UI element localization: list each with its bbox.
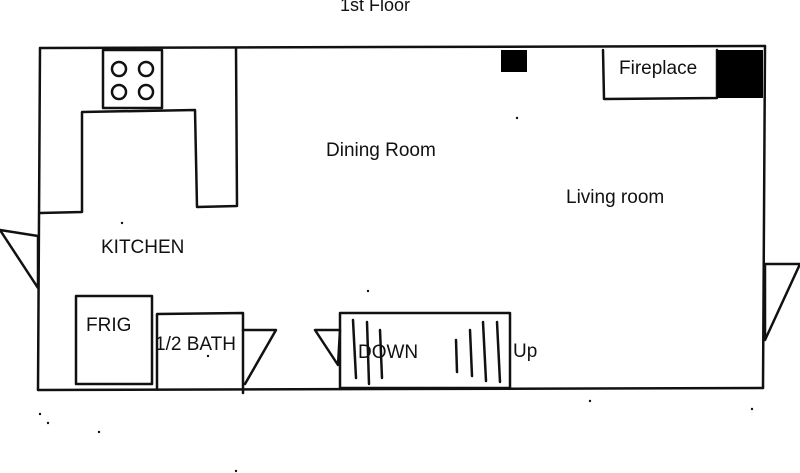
floor-title: 1st Floor [340,0,411,15]
stair-door-swing [313,328,342,367]
stray-dot [234,469,238,473]
stair-tread [365,320,371,386]
exterior-wall-top [38,44,767,50]
stray-dot [366,289,370,293]
stove-burner [110,60,128,78]
fireplace-firebox [717,50,763,98]
stair-tread [468,328,474,378]
stair-label-up: Up [513,341,538,362]
room-label-dining: Dining Room [326,140,436,161]
stray-dot [206,354,210,358]
room-label-bath: 1/2 BATH [155,334,236,355]
stray-dot [588,399,592,403]
bath-door-swing [241,328,278,386]
stray-dot [750,407,754,411]
right-door-swing [763,262,800,342]
left-door-swing [0,228,40,290]
stove [101,48,164,110]
exterior-wall-left [36,46,42,392]
exterior-wall-right [761,44,767,390]
stray-dot [38,412,42,416]
stove-burner [137,60,155,78]
fixture-label-frig: FRIG [86,315,132,336]
chimney-block [501,50,527,72]
stray-dot [97,430,101,434]
stair-tread [454,338,459,374]
stray-dot [120,221,124,225]
stair-tread [351,318,358,380]
stair-label-down: DOWN [358,342,419,363]
stray-dot [515,116,519,120]
room-label-living: Living room [566,187,665,208]
kitchen-counter [38,46,239,215]
stair-tread [378,328,384,380]
staircase [338,311,512,390]
fridge [74,294,154,386]
stray-dot [46,421,50,425]
stair-tread [481,320,488,383]
room-label-kitchen: KITCHEN [101,237,185,258]
bath-wall [155,311,245,395]
stair-tread [495,320,502,384]
stove-burner [110,83,128,101]
fixture-label-fireplace: Fireplace [619,58,698,79]
stove-burner [137,83,155,101]
